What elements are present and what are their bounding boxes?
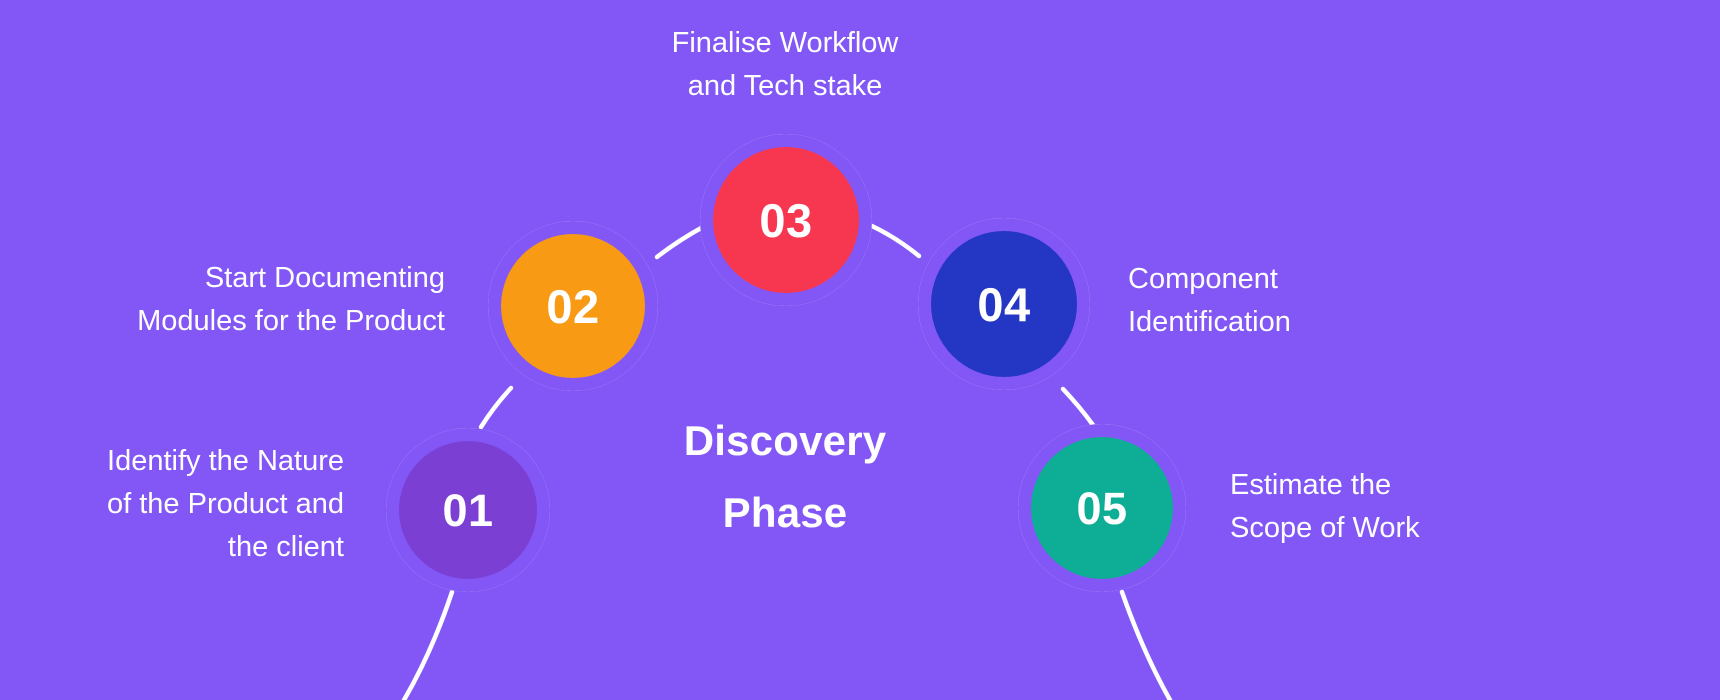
step-node-01-number: 01 [442, 484, 494, 536]
step-node-02-ring-gap: 02 [488, 221, 658, 391]
connector-line-03-04 [869, 223, 922, 259]
step-node-04-ring-gap: 04 [918, 218, 1090, 390]
step-node-02-disc: 02 [501, 234, 645, 378]
step-node-05[interactable]: 05 [1018, 424, 1186, 592]
step-label-01: Identify the Nature of the Product and t… [107, 445, 344, 563]
connector-line-04-05 [1060, 386, 1096, 428]
step-node-03-disc: 03 [713, 147, 859, 293]
connector-line-exit [1119, 589, 1173, 700]
connector-line-entry [401, 589, 455, 700]
step-node-05-ring-gap: 05 [1018, 424, 1186, 592]
step-label-04: Component Identification [1128, 263, 1291, 338]
step-node-03-number: 03 [759, 193, 813, 247]
step-node-05-number: 05 [1076, 482, 1128, 534]
step-node-05-disc: 05 [1031, 437, 1173, 579]
step-node-01[interactable]: 01 [386, 428, 550, 592]
center-title: Discovery Phase [683, 417, 887, 537]
step-node-03[interactable]: 03 [700, 134, 872, 306]
step-node-02[interactable]: 02 [488, 221, 658, 391]
step-node-01-ring-gap: 01 [386, 428, 550, 592]
step-node-01-disc: 01 [399, 441, 537, 579]
step-node-02-number: 02 [546, 279, 600, 333]
connector-line-02-03 [654, 224, 706, 260]
step-node-04[interactable]: 04 [918, 218, 1090, 390]
step-label-02: Start Documenting Modules for the Produc… [137, 262, 445, 337]
step-node-03-ring-gap: 03 [700, 134, 872, 306]
step-node-04-disc: 04 [931, 231, 1077, 377]
step-label-03: Finalise Workflow and Tech stake [671, 27, 899, 102]
connector-line-01-02 [478, 385, 514, 430]
step-label-05: Estimate the Scope of Work [1230, 469, 1420, 544]
step-node-04-number: 04 [977, 277, 1031, 331]
